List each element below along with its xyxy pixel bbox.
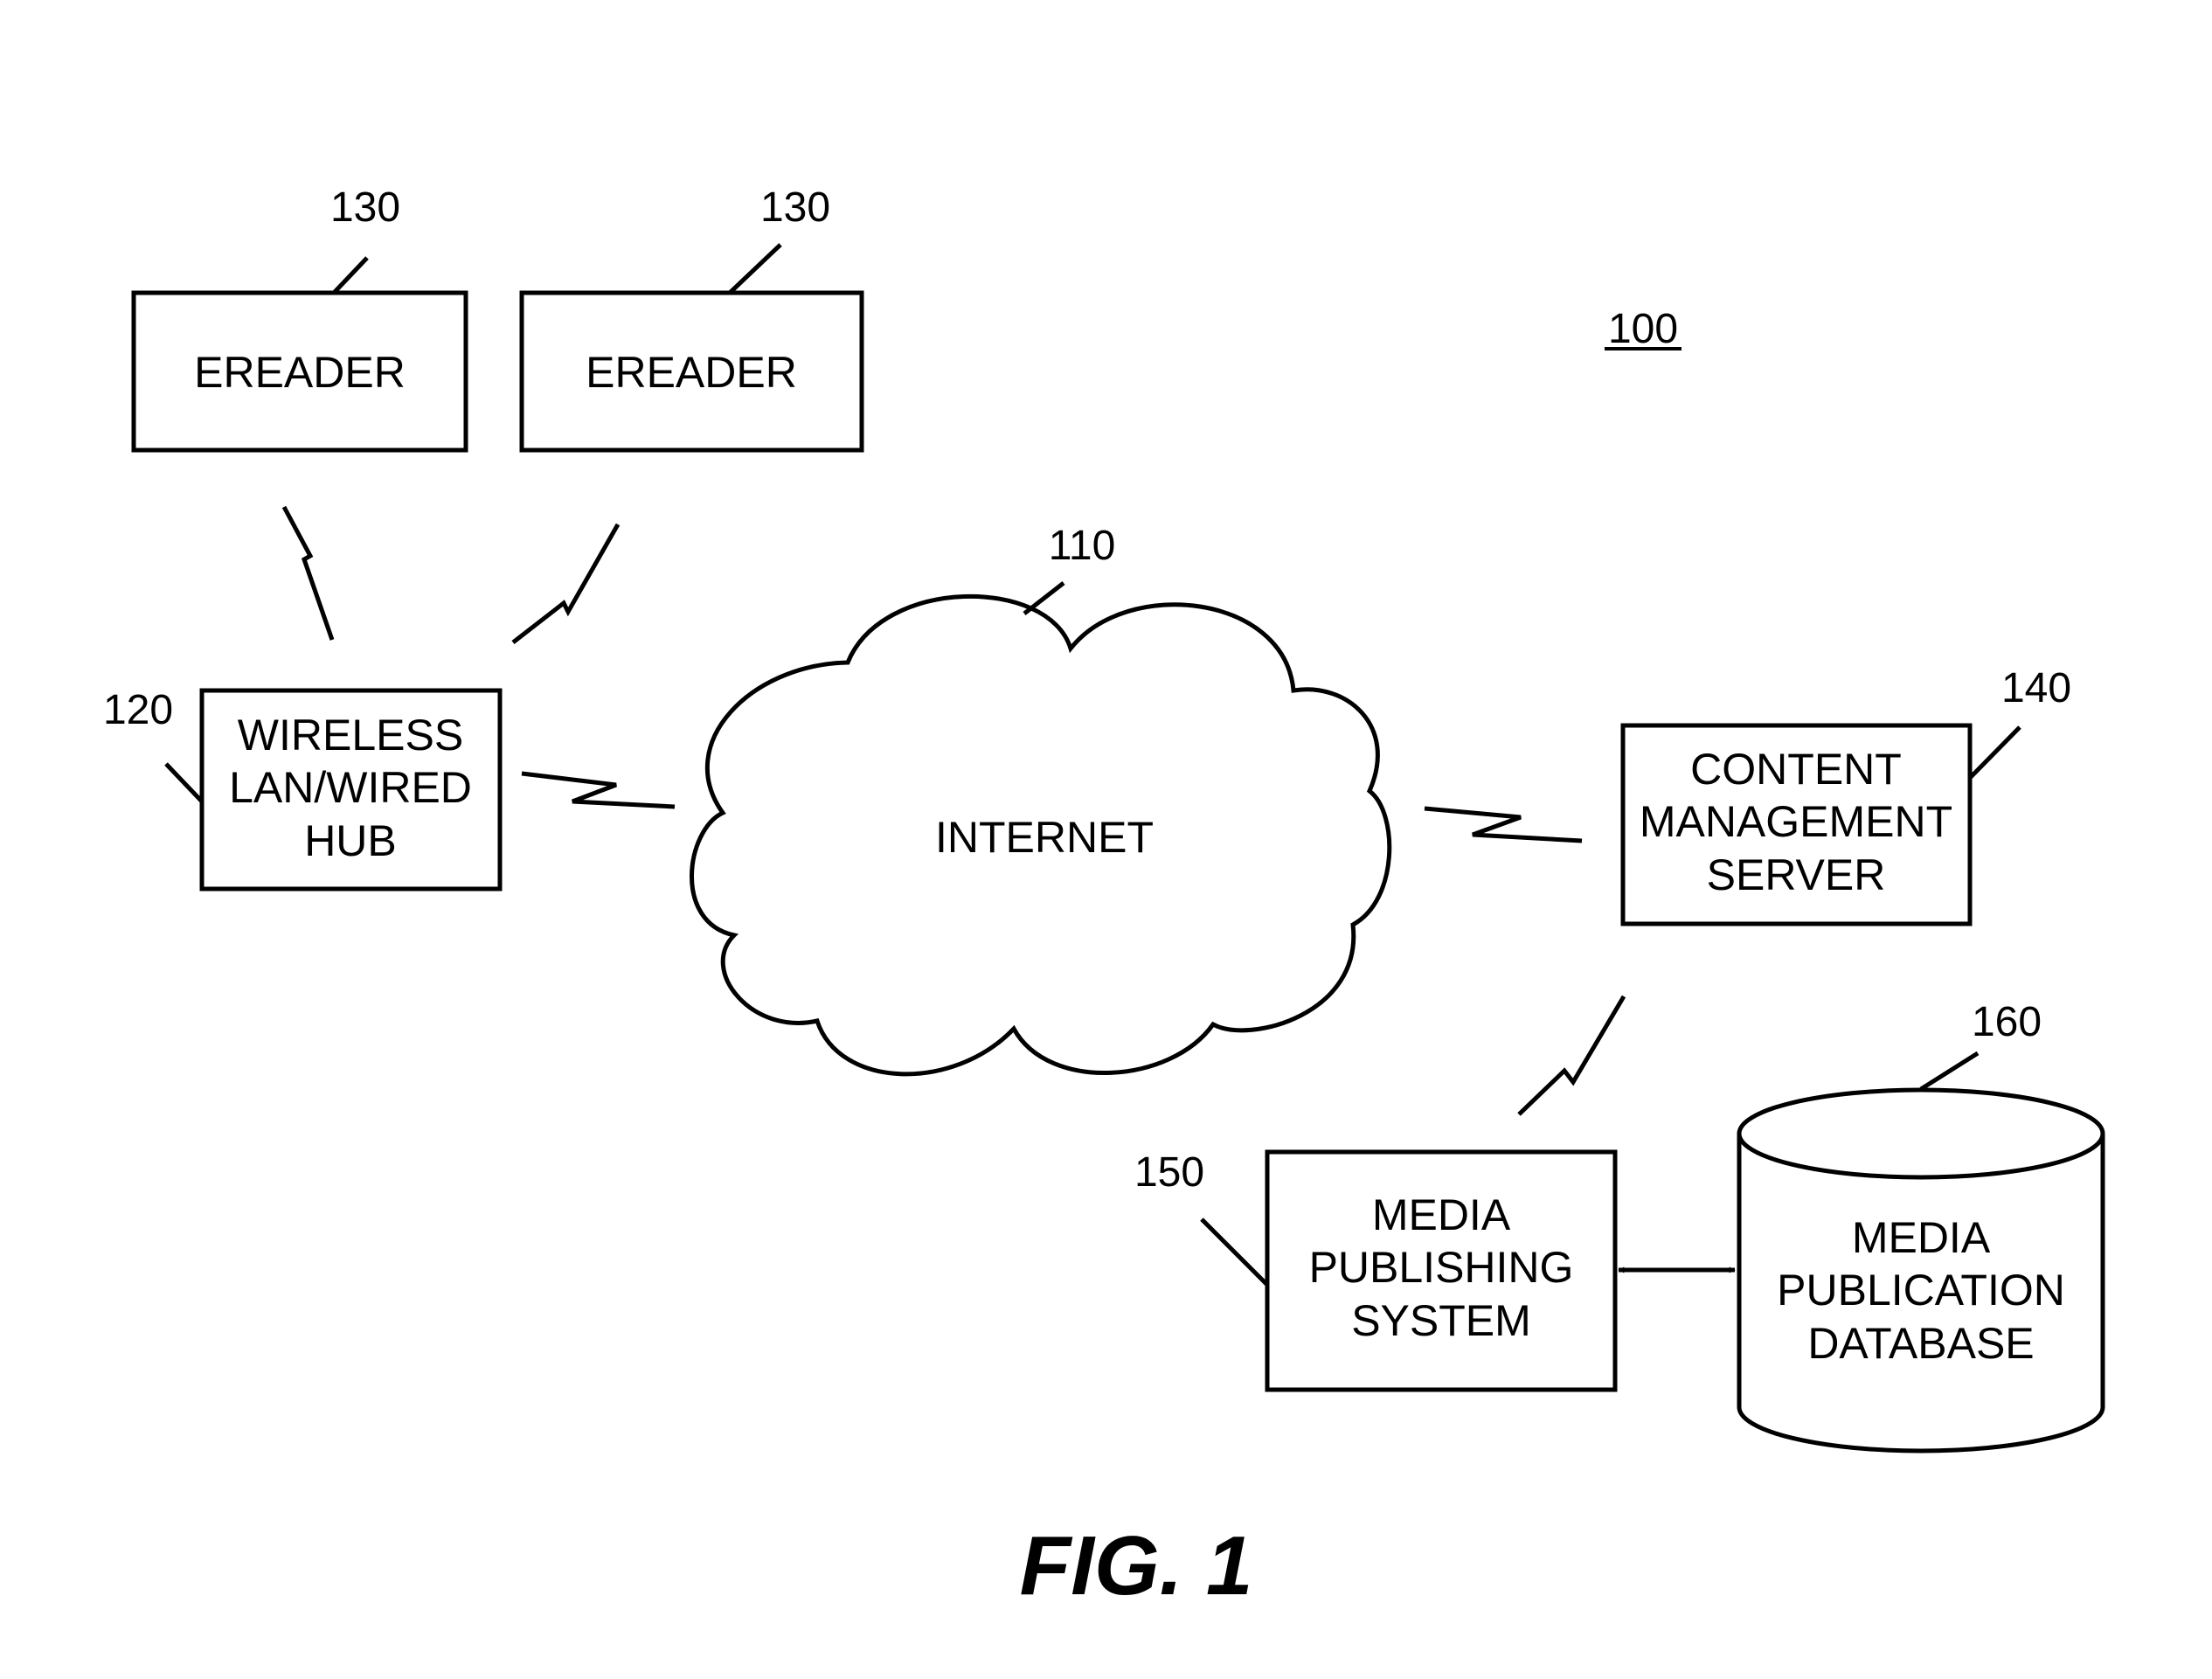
database-ref-leader [1921,1053,1978,1089]
cms-label-line-1: CONTENT [1690,745,1902,794]
wireless-link-ereader-right-hub [513,524,618,642]
internet-ref: 110 [1024,523,1115,614]
database-label-line-2: PUBLICATION [1777,1266,2065,1315]
wireless-link-internet-cms [1425,808,1582,841]
publishing-ref: 150 [1134,1149,1267,1285]
cms-label-line-2: MANAGEMENT [1640,797,1952,846]
cms-ref-number: 140 [2001,665,2071,711]
database-label-line-3: DATABASE [1807,1319,2034,1368]
internet-node: INTERNET [691,596,1389,1074]
ereader-ref-right-leader [730,245,780,293]
publishing-label-line-1: MEDIA [1372,1190,1511,1239]
hub-ref-leader [166,764,202,801]
cms-node: CONTENT MANAGEMENT SERVER [1623,725,1970,924]
cms-ref-leader [1970,727,2020,778]
hub-ref: 120 [103,687,202,801]
publishing-ref-number: 150 [1134,1149,1204,1196]
wireless-link-cms-publishing [1519,996,1624,1114]
ereader-node-left: EREADER [134,293,466,450]
publishing-label-line-3: SYSTEM [1351,1296,1531,1345]
internet-label: INTERNET [935,813,1154,862]
ereader-ref-right-number: 130 [760,184,830,231]
wireless-link-ereader-left-hub [284,507,332,640]
hub-label-line-3: HUB [304,816,397,865]
publishing-node: MEDIA PUBLISHING SYSTEM [1267,1152,1615,1390]
hub-node: WIRELESS LAN/WIRED HUB [202,690,500,889]
cms-label-line-3: SERVER [1707,850,1886,899]
ereader-ref-left-leader [334,258,367,293]
publishing-ref-leader [1202,1219,1267,1285]
hub-ref-number: 120 [103,687,173,733]
ereader-ref-left-number: 130 [330,184,400,231]
diagram-ref-label: 100 [1608,306,1678,352]
ereader-ref-right: 130 [730,184,830,293]
database-cylinder-top [1739,1090,2103,1177]
internet-ref-leader [1024,583,1064,614]
publishing-label-line-2: PUBLISHING [1309,1243,1574,1292]
internet-ref-number: 110 [1049,523,1116,569]
database-ref-number: 160 [1972,999,2042,1045]
ereader-label-left: EREADER [194,348,406,397]
hub-label-line-2: LAN/WIRED [229,763,472,812]
cms-ref: 140 [1970,665,2071,778]
wireless-link-hub-internet [522,774,675,807]
database-label-line-1: MEDIA [1852,1213,1991,1262]
ereader-node-right: EREADER [522,293,862,450]
database-node: MEDIA PUBLICATION DATABASE [1739,1090,2103,1451]
ereader-ref-left: 130 [330,184,400,293]
figure-caption: FIG. 1 [1020,1519,1253,1613]
database-ref: 160 [1921,999,2042,1089]
ereader-label-right: EREADER [586,348,797,397]
hub-label-line-1: WIRELESS [238,711,463,760]
